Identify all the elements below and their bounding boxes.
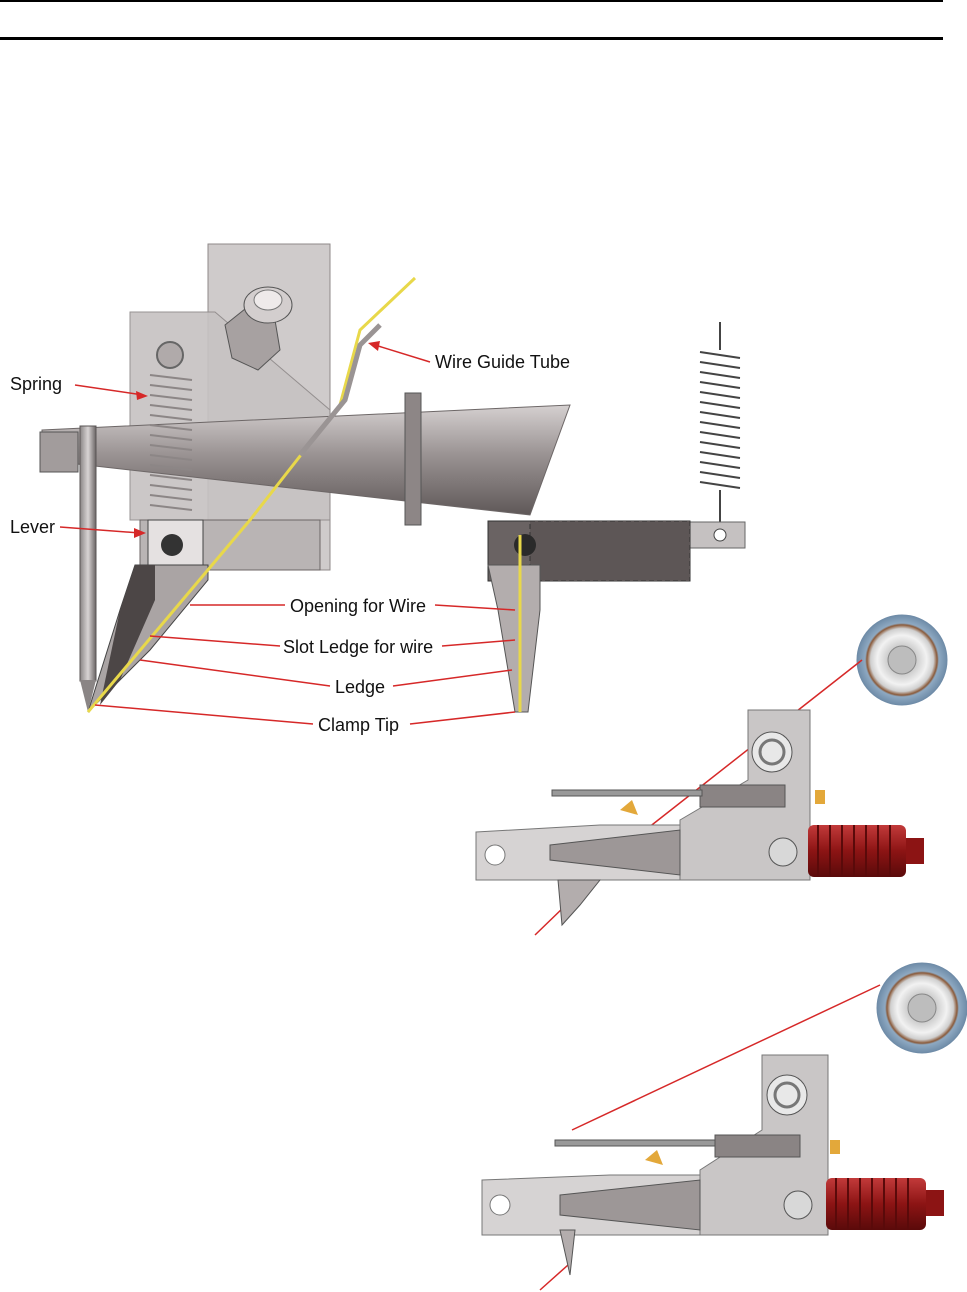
red-spring-2 xyxy=(826,1178,944,1230)
label-slot-ledge-for-wire: Slot Ledge for wire xyxy=(283,637,433,657)
assembly-view-2 xyxy=(481,962,967,1291)
lever-rod xyxy=(79,425,97,682)
tension-spring xyxy=(699,322,741,525)
cone-collar xyxy=(404,392,422,526)
header-rule-top xyxy=(0,0,943,2)
label-spring: Spring xyxy=(10,374,62,394)
assembly-view-1 xyxy=(475,614,948,936)
label-clamp-tip: Clamp Tip xyxy=(318,715,399,735)
hex-end xyxy=(39,431,79,473)
spring xyxy=(149,341,193,511)
label-wire-guide-tube: Wire Guide Tube xyxy=(435,352,570,372)
wire-guide-tube xyxy=(298,323,382,457)
callout-lines xyxy=(59,341,516,725)
header-rule-bottom xyxy=(0,37,943,40)
hex-fitting xyxy=(224,286,293,371)
side-jaw xyxy=(487,564,541,713)
main-clamp-assembly xyxy=(39,243,746,713)
label-opening-for-wire: Opening for Wire xyxy=(290,596,426,616)
clamp-jaw-dark xyxy=(100,565,155,705)
label-ledge: Ledge xyxy=(335,677,385,697)
red-spring-1 xyxy=(808,825,924,877)
label-lever: Lever xyxy=(10,517,55,537)
